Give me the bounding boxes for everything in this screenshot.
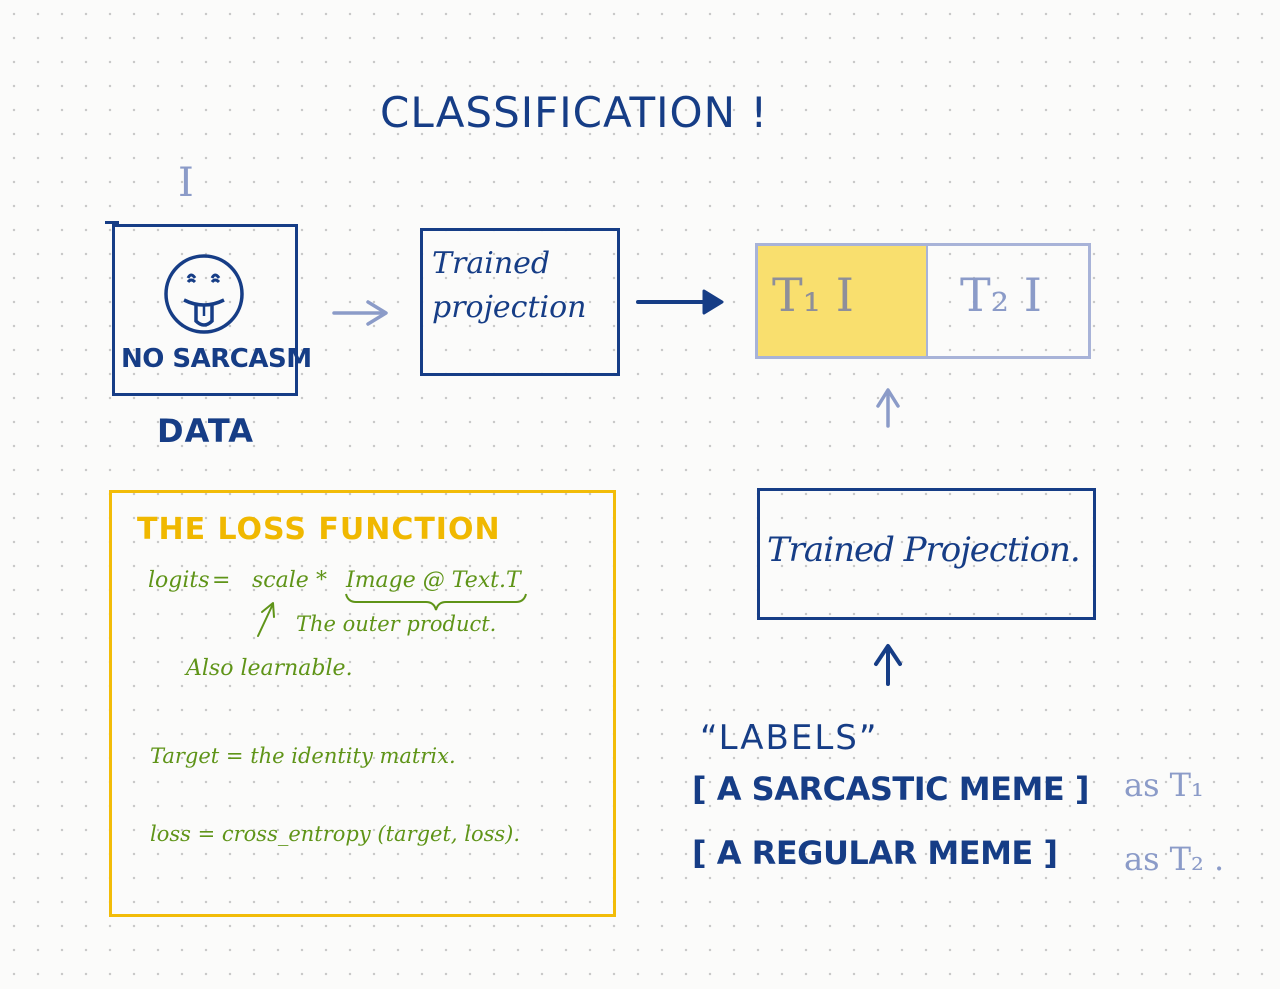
arrow-projection-to-similarity — [636, 289, 724, 315]
learnable-note: Also learnable. — [186, 656, 353, 681]
data-box-corner-mark — [105, 221, 119, 224]
text-projection-label: Trained Projection. — [767, 530, 1081, 570]
outer-product-brace — [345, 593, 527, 611]
logits-lhs: logits — [148, 568, 210, 593]
logits-scale: scale — [252, 568, 309, 593]
tongue-out-face-icon — [164, 254, 244, 334]
target-line: Target = the identity matrix. — [150, 744, 456, 768]
image-symbol-label: I — [178, 160, 194, 206]
image-projection-label: Trained projection — [432, 242, 617, 330]
logits-equals: = — [212, 568, 231, 593]
similarity-row-box — [755, 243, 1091, 359]
similarity-cell-t1-i: T₁ I — [772, 268, 854, 322]
highlighted-cell-fill — [758, 246, 928, 356]
arrow-labels-to-text-projection — [874, 644, 902, 686]
image-projection-line-2: projection — [432, 290, 587, 325]
text-projection-box — [757, 488, 1096, 620]
image-projection-line-1: Trained — [432, 246, 551, 281]
image-projection-box — [420, 228, 620, 376]
arrow-data-to-projection — [332, 300, 388, 326]
label-alias-t2: as T₂ . — [1124, 840, 1225, 878]
no-sarcasm-caption: NO SARCASM — [121, 344, 312, 374]
logits-times: * — [316, 568, 327, 593]
logits-matmul: Image @ Text.T — [346, 568, 521, 593]
labels-heading: “LABELS” — [700, 718, 879, 758]
label-sarcastic-meme: [ A SARCASTIC MEME ] — [692, 770, 1089, 808]
arrow-text-projection-to-similarity — [876, 388, 900, 428]
outer-product-note: The outer product. — [296, 612, 497, 636]
diagram-title: CLASSIFICATION ! — [380, 88, 769, 137]
loss-function-title: THE LOSS FUNCTION — [137, 512, 501, 547]
loss-function-box — [109, 490, 616, 917]
similarity-row-divider — [926, 246, 928, 356]
data-caption: DATA — [157, 412, 254, 450]
loss-line: loss = cross_entropy (target, loss). — [150, 822, 521, 846]
label-regular-meme: [ A REGULAR MEME ] — [692, 834, 1058, 872]
similarity-cell-t2-i: T₂ I — [960, 268, 1042, 322]
input-data-box — [112, 224, 298, 396]
learnable-pointer-arrow — [257, 602, 275, 637]
label-alias-t1: as T₁ — [1124, 766, 1204, 804]
